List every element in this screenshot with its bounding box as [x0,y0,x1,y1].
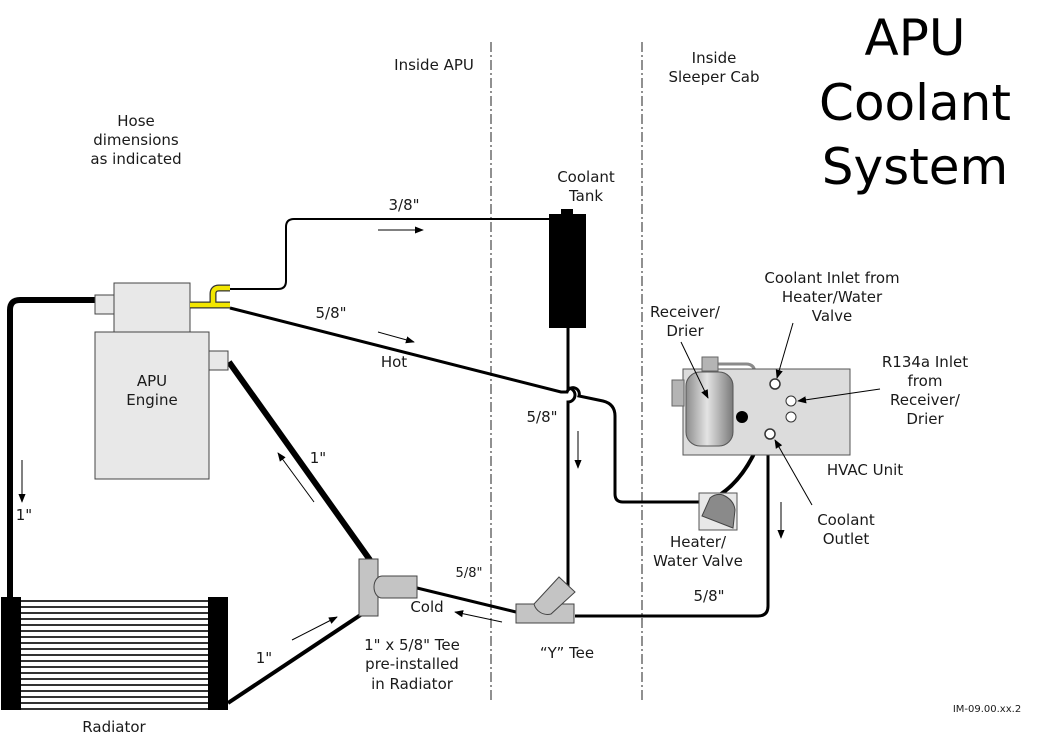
hose-label-cold: Cold [410,598,443,616]
note-line-2: dimensions [93,131,179,149]
engine-inlet-fitting [208,350,229,371]
coolant-outlet-leader [774,439,813,506]
hose-label-hot-size: 5/8" [315,304,346,322]
r134a-callout-3: Receiver/ [890,391,961,409]
apu-engine-head [113,282,191,333]
y-tee-label: “Y” Tee [540,644,594,662]
title-line-3: System [822,138,1008,196]
coolant-outlet-callout-1: Coolant [817,511,875,529]
flow-arrow-cold [454,610,503,623]
coolant-inlet-callout-3: Valve [812,307,853,325]
radiator-tank-left [1,597,21,710]
zone-label-sleeper-2: Sleeper Cab [668,68,759,86]
hose-radiator-to-tee [226,612,364,705]
coolant-inlet-callout-1: Coolant Inlet from [764,269,899,287]
y-tee-branch [533,576,576,615]
heater-valve-body [701,493,736,529]
hose-label-cold-size: 5/8" [456,566,483,581]
r134a-inlet-port [785,395,797,407]
radiator-core [20,597,210,710]
flow-arrow-hot [377,331,415,344]
apu-engine-label-2: Engine [126,391,177,409]
coolant-inlet-port [769,378,781,390]
hose-tank-feed [230,218,549,290]
hvac-mount-dot [736,411,748,423]
hose-label-engine-to-radiator: 1" [16,506,32,524]
flow-arrow-radiator-to-tee [291,616,338,641]
tee-label-3: in Radiator [371,675,454,693]
heater-valve-label-2: Water Valve [653,552,743,570]
receiver-drier [685,371,734,447]
apu-engine-label-1: APU [137,372,167,390]
engine-outlet-fitting [94,294,115,315]
hose-label-hot: Hot [381,353,407,371]
receiver-label-2: Drier [666,322,704,340]
hose-engine-to-radiator [7,297,96,598]
coolant-tank-label-2: Tank [568,187,603,205]
coolant-inlet-leader [775,322,794,379]
hose-cold-line [416,586,517,614]
hvac-port-spare [785,411,797,423]
hose-label-radiator-to-tee: 1" [256,649,272,667]
r134a-callout-4: Drier [906,410,944,428]
receiver-label-1: Receiver/ [650,303,721,321]
hose-label-hvac-return: 5/8" [693,587,724,605]
receiver-leader [680,341,709,399]
coolant-tank-label-1: Coolant [557,168,615,186]
hose-hot-line [229,306,700,504]
flow-arrow-engine-return [277,452,315,503]
note-line-3: as indicated [90,150,181,168]
heater-valve-label-1: Heater/ [670,533,727,551]
yellow-fitting-fill [190,285,230,308]
yellow-fitting [190,284,230,309]
zone-label-sleeper-1: Inside [692,49,737,67]
hose-label-engine-return: 1" [310,449,326,467]
coolant-tank-cap [561,209,573,215]
r134a-leader [797,388,881,404]
receiver-side-fitting [671,379,685,407]
receiver-top-fitting [701,356,719,372]
hvac-unit-label: HVAC Unit [827,461,903,479]
hose-tee-to-engine [226,360,373,562]
note-line-1: Hose [117,112,155,130]
radiator-tank-right [208,597,228,710]
coolant-tank [549,214,586,328]
apu-engine-block [94,331,210,480]
coolant-outlet-callout-2: Outlet [823,530,870,548]
tee-label-1: 1" x 5/8" Tee [364,636,460,654]
hose-hvac-return [575,435,770,618]
document-id: IM-09.00.xx.2 [953,704,1021,715]
r134a-callout-2: from [908,372,943,390]
zone-label-inside-apu: Inside APU [394,56,474,74]
hose-tank-return [566,328,577,590]
radiator-tee-branch [373,575,418,599]
tee-label-2: pre-installed [365,655,459,673]
title-line-2: Coolant [819,74,1011,132]
title-line-1: APU [865,9,966,67]
r134a-callout-1: R134a Inlet [882,353,968,371]
coolant-outlet-port [764,428,776,440]
radiator-label: Radiator [82,718,146,736]
coolant-inlet-callout-2: Heater/Water [782,288,883,306]
hose-label-tank-feed: 3/8" [388,196,419,214]
hose-label-tank-return: 5/8" [526,408,557,426]
